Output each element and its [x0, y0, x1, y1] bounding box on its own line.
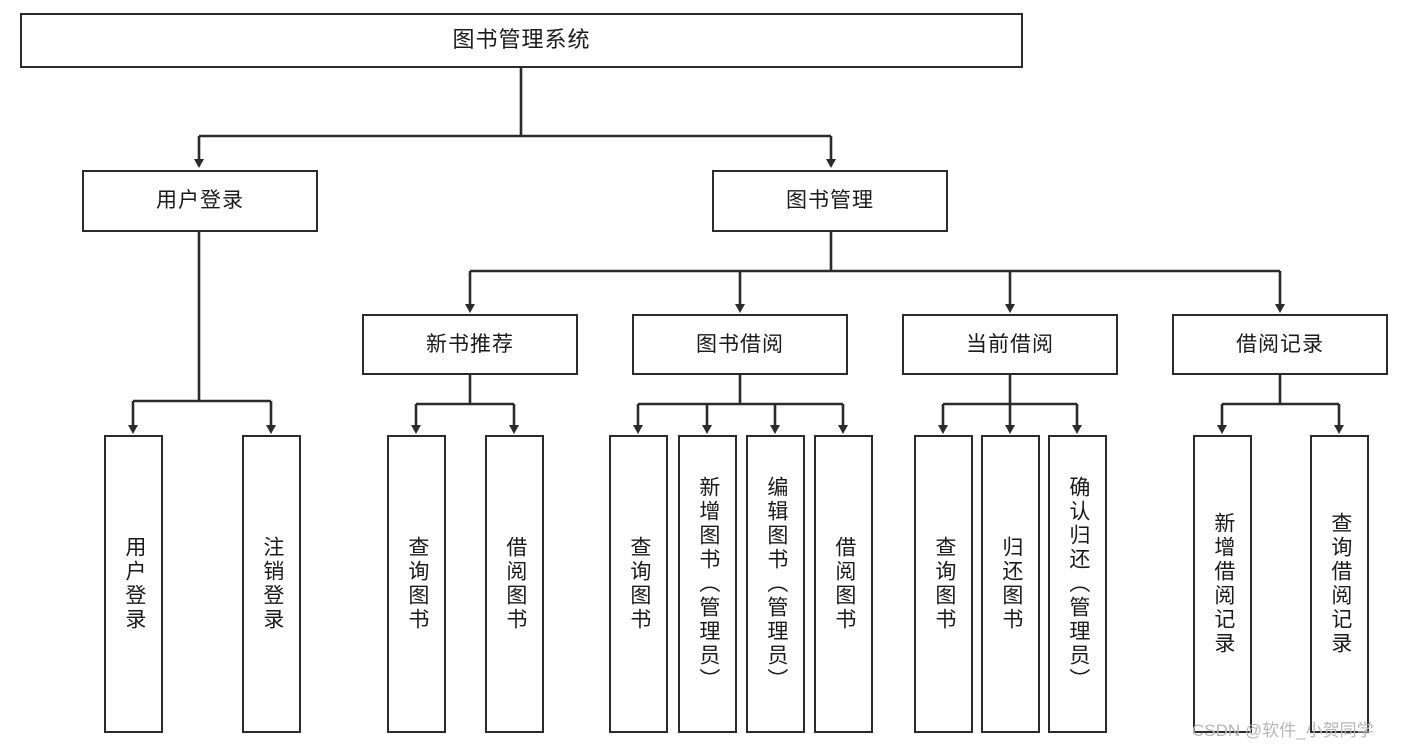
node-label: 用户登录 — [122, 536, 146, 632]
leaf-borrow-add-book[interactable]: 新增图书（管理员） — [678, 435, 737, 733]
node-label: 确认归还（管理员） — [1066, 476, 1090, 692]
csdn-watermark: CSDN @软件_小贺同学 — [1192, 721, 1374, 740]
leaf-recommend-query-book[interactable]: 查询图书 — [387, 435, 446, 733]
node-label: 借阅记录 — [1236, 332, 1324, 356]
node-root-system[interactable]: 图书管理系统 — [20, 13, 1023, 68]
node-label: 图书借阅 — [696, 332, 784, 356]
leaf-record-add-record[interactable]: 新增借阅记录 — [1193, 435, 1252, 733]
node-user-login[interactable]: 用户登录 — [82, 170, 318, 232]
leaf-current-return-book[interactable]: 归还图书 — [981, 435, 1040, 733]
node-current-borrow[interactable]: 当前借阅 — [902, 314, 1118, 375]
leaf-current-confirm-return[interactable]: 确认归还（管理员） — [1048, 435, 1107, 733]
leaf-borrow-edit-book[interactable]: 编辑图书（管理员） — [746, 435, 805, 733]
leaf-current-query-book[interactable]: 查询图书 — [914, 435, 973, 733]
node-borrow-record[interactable]: 借阅记录 — [1172, 314, 1388, 375]
node-book-borrow[interactable]: 图书借阅 — [632, 314, 848, 375]
node-label: 新增图书（管理员） — [696, 476, 720, 692]
node-label: 归还图书 — [999, 536, 1023, 632]
node-label: 注销登录 — [260, 536, 284, 632]
node-label: 借阅图书 — [832, 536, 856, 632]
leaf-user-login-login[interactable]: 用户登录 — [104, 435, 163, 733]
leaf-borrow-borrow-book[interactable]: 借阅图书 — [814, 435, 873, 733]
leaf-borrow-query-book[interactable]: 查询图书 — [609, 435, 668, 733]
node-label: 用户登录 — [156, 189, 244, 213]
node-label: 查询图书 — [405, 536, 429, 632]
node-label: 图书管理系统 — [452, 27, 591, 53]
node-label: 查询图书 — [627, 536, 651, 632]
node-label: 图书管理 — [786, 189, 874, 213]
node-label: 编辑图书（管理员） — [764, 476, 788, 692]
node-label: 新书推荐 — [426, 332, 514, 356]
node-label: 新增借阅记录 — [1211, 512, 1235, 656]
node-new-book-recommend[interactable]: 新书推荐 — [362, 314, 578, 375]
node-book-management[interactable]: 图书管理 — [712, 170, 948, 232]
leaf-recommend-borrow-book[interactable]: 借阅图书 — [485, 435, 544, 733]
node-label: 查询图书 — [932, 536, 956, 632]
leaf-record-query-record[interactable]: 查询借阅记录 — [1310, 435, 1369, 733]
node-label: 借阅图书 — [503, 536, 527, 632]
leaf-user-login-logout[interactable]: 注销登录 — [242, 435, 301, 733]
node-label: 当前借阅 — [966, 332, 1054, 356]
node-label: 查询借阅记录 — [1328, 512, 1352, 656]
